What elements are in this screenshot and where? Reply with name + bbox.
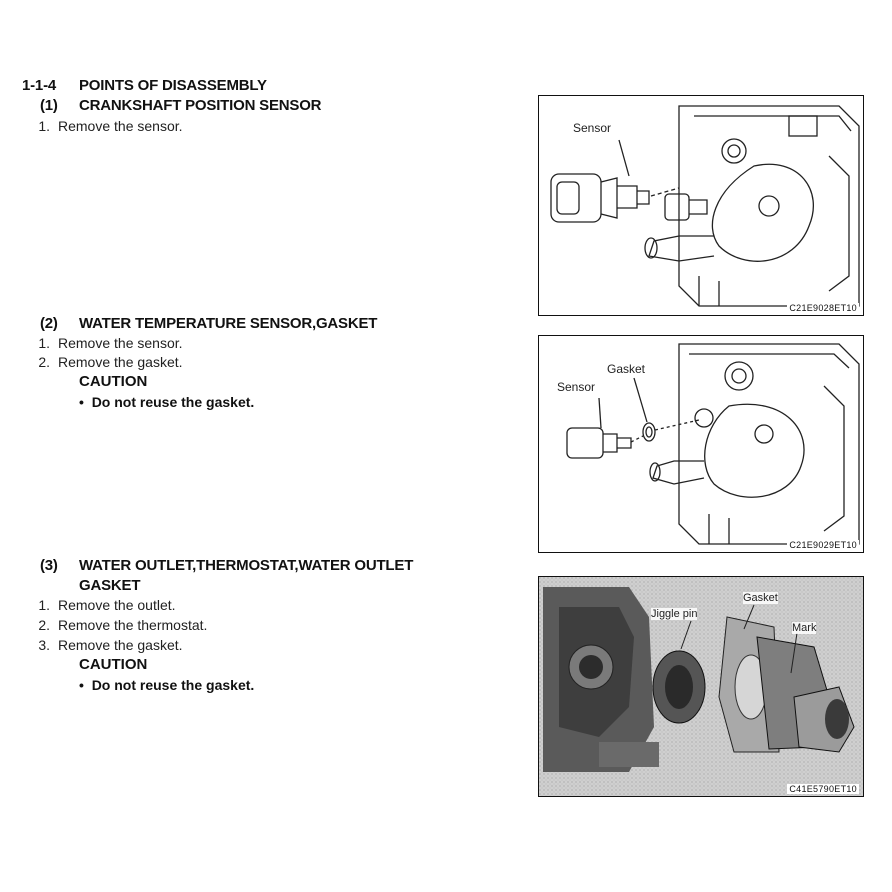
subsection-1-step-1: 1. Remove the sensor. (22, 118, 183, 134)
figure-3-label-mark: Mark (792, 622, 817, 634)
step-text: Remove the gasket. (58, 354, 183, 370)
step-number: 2. (38, 617, 50, 633)
step-number: 1. (38, 118, 50, 134)
engine-drawing-1 (550, 105, 860, 307)
subsection-2-step-2: 2. Remove the gasket. (22, 354, 183, 370)
section-heading-number: 1-1-4 (22, 77, 57, 94)
step-text: Remove the sensor. (58, 335, 183, 351)
step-number: 3. (38, 637, 50, 653)
step-text: Remove the gasket. (58, 637, 183, 653)
subsection-3-step-2: 2. Remove the thermostat. (22, 617, 207, 633)
figure-water-temp-sensor: Sensor Gasket C21E9029ET10 (538, 335, 864, 553)
subsection-3-step-1: 1. Remove the outlet. (22, 597, 176, 613)
figure-2-label-sensor: Sensor (557, 380, 596, 394)
subsection-3-caution-bullet: • Do not reuse the gasket. (79, 677, 254, 693)
bullet-text: Do not reuse the gasket. (91, 394, 255, 410)
subsection-2-step-1: 1. Remove the sensor. (22, 335, 183, 351)
figure-3-code: C41E5790ET10 (787, 784, 859, 794)
subsection-2-caution-bullet: • Do not reuse the gasket. (79, 394, 254, 410)
figure-1-code: C21E9028ET10 (787, 303, 859, 313)
step-text: Remove the sensor. (58, 118, 183, 134)
subsection-1-number: (1) (40, 97, 58, 114)
subsection-2-title: WATER TEMPERATURE SENSOR,GASKET (79, 315, 378, 332)
subsection-2-number: (2) (40, 315, 58, 332)
subsection-3-number: (3) (40, 557, 58, 574)
figure-2-label-gasket: Gasket (607, 362, 646, 376)
subsection-3-caution-heading: CAUTION (79, 656, 148, 673)
bullet-icon: • (79, 677, 92, 693)
step-text: Remove the outlet. (58, 597, 176, 613)
figure-water-outlet-photo: Jiggle pin Gasket Mark C41E5790ET10 (538, 576, 864, 797)
bullet-text: Do not reuse the gasket. (91, 677, 255, 693)
figure-2-code: C21E9029ET10 (787, 540, 859, 550)
section-heading-title: POINTS OF DISASSEMBLY (79, 77, 267, 94)
engine-photo-3 (539, 577, 863, 796)
figure-1-label-sensor: Sensor (573, 121, 612, 135)
step-number: 1. (38, 597, 50, 613)
step-number: 1. (38, 335, 50, 351)
subsection-1-title: CRANKSHAFT POSITION SENSOR (79, 97, 322, 114)
step-number: 2. (38, 354, 50, 370)
figure-crankshaft-sensor: Sensor C21E9028ET10 (538, 95, 864, 316)
step-text: Remove the thermostat. (58, 617, 208, 633)
bullet-icon: • (79, 394, 92, 410)
figure-3-label-jiggle-pin: Jiggle pin (651, 608, 698, 620)
figure-3-label-gasket: Gasket (743, 592, 778, 604)
subsection-3-title-line-2: GASKET (79, 577, 141, 594)
subsection-3-step-3: 3. Remove the gasket. (22, 637, 183, 653)
engine-drawing-2 (566, 343, 860, 545)
subsection-2-caution-heading: CAUTION (79, 373, 148, 390)
subsection-3-title-line-1: WATER OUTLET,THERMOSTAT,WATER OUTLET (79, 557, 414, 574)
